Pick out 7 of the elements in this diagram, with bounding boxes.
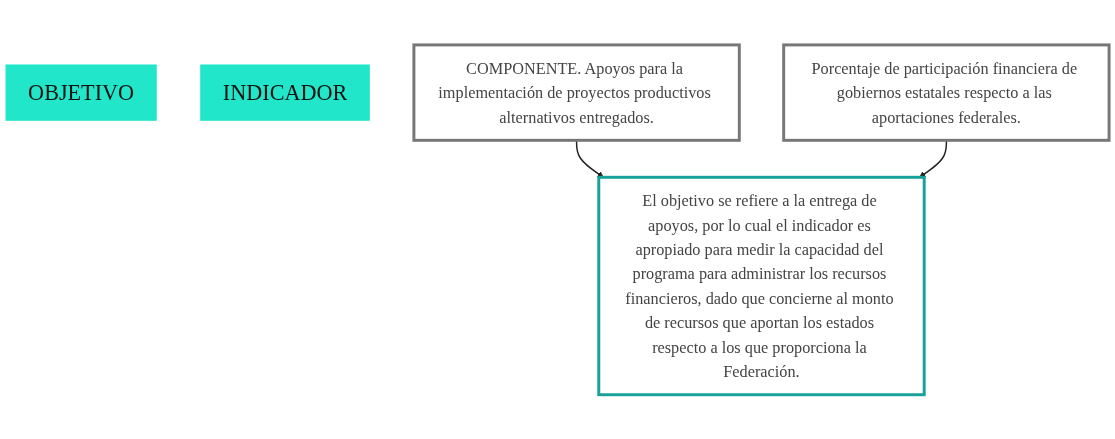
node-box: Porcentaje de participación financiera de gobiernos estatales respecto a las aportaciones federales. (782, 43, 1111, 142)
node-box: El objetivo se refiere a la entrega de apoyos, por lo cual el indicador es apropiado para medir la capacidad del programa para administrar los recursos financieros, dado que concierne al monto de recursos que aportan los estados respecto a los que proporciona la Federación. (597, 175, 926, 396)
node-box: INDICADOR (200, 64, 370, 121)
node-box: OBJETIVO (5, 64, 157, 121)
arrow (919, 139, 948, 178)
arrow (575, 139, 604, 178)
node-box: COMPONENTE. Apoyos para la implementación de proyectos productivos alternativos entregados. (412, 43, 741, 142)
